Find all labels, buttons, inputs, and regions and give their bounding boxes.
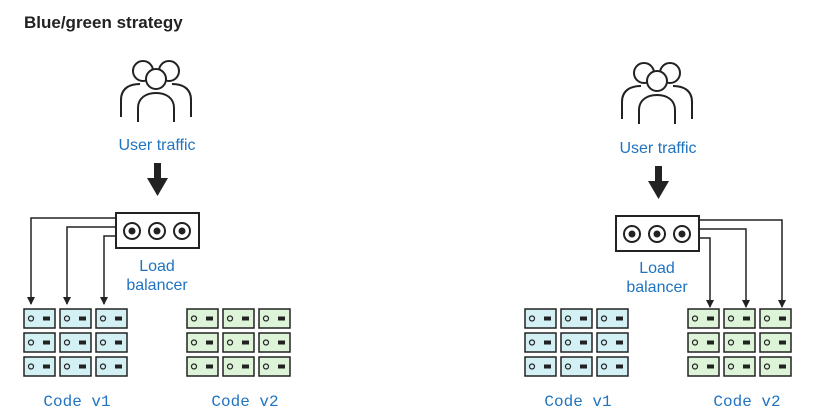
server-unit [222,308,255,329]
server-unit [759,308,792,329]
cluster-label-v2: Code v2 [713,393,780,411]
server-unit [687,332,720,353]
load-balancer [115,212,200,249]
server-unit [23,308,56,329]
server-unit [23,332,56,353]
server-unit [596,356,629,377]
server-unit [59,356,92,377]
server-unit [723,332,756,353]
server-unit [258,332,291,353]
users-icon [120,60,192,122]
server-unit [222,356,255,377]
users-icon [621,62,693,124]
cluster-label-v2: Code v2 [211,393,278,411]
server-unit [560,332,593,353]
server-unit [560,308,593,329]
server-unit [186,332,219,353]
server-unit [95,308,128,329]
server-unit [186,356,219,377]
server-unit [687,308,720,329]
load-balancer-label-line2: balancer [626,279,688,296]
server-cluster-v1 [23,308,128,377]
server-unit [524,356,557,377]
load-balancer [615,215,700,252]
server-unit [759,356,792,377]
diagram-title: Blue/green strategy [24,13,183,32]
server-unit [186,308,219,329]
server-unit [524,332,557,353]
routing-lines [699,219,786,308]
server-cluster-v1 [524,308,629,377]
server-unit [95,356,128,377]
server-unit [222,332,255,353]
server-unit [23,356,56,377]
cluster-label-v1: Code v1 [43,393,110,411]
server-unit [596,308,629,329]
server-unit [687,356,720,377]
load-balancer-label-line1: Load [639,260,675,277]
server-unit [95,332,128,353]
server-unit [258,308,291,329]
server-unit [723,356,756,377]
panel-before: User traffic Load balancer Code v1 Code … [23,60,291,411]
server-unit [560,356,593,377]
server-cluster-v2 [186,308,291,377]
traffic-arrow [648,166,669,199]
panel-after: User traffic Load balancer Code v1 Code … [524,62,792,411]
server-unit [759,332,792,353]
server-cluster-v2 [687,308,792,377]
load-balancer-label-line1: Load [139,258,175,275]
server-unit [59,332,92,353]
user-traffic-label: User traffic [619,140,696,157]
server-unit [59,308,92,329]
server-unit [258,356,291,377]
user-traffic-label: User traffic [118,137,195,154]
traffic-arrow [147,163,168,196]
cluster-label-v1: Code v1 [544,393,611,411]
server-unit [596,332,629,353]
routing-lines [27,217,116,305]
server-unit [723,308,756,329]
load-balancer-label-line2: balancer [126,277,188,294]
server-unit [524,308,557,329]
